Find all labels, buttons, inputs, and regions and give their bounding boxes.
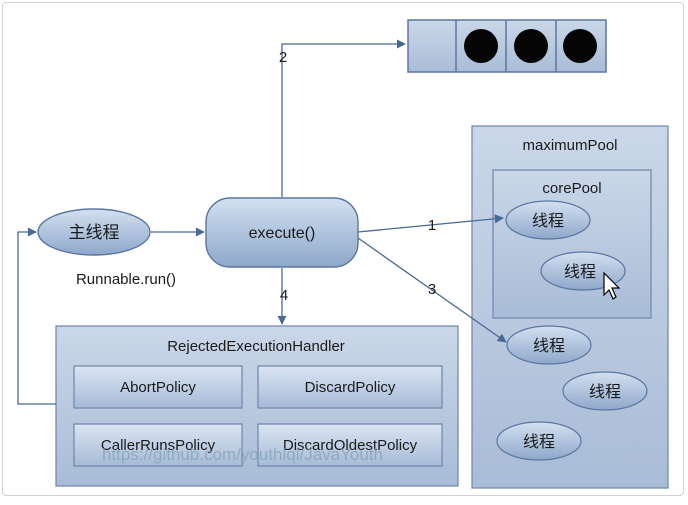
core-pool: corePool	[492, 169, 652, 319]
queued-task-icon	[464, 29, 498, 63]
policy-label: AbortPolicy	[120, 379, 196, 396]
arrow-execute-to-core	[357, 214, 504, 233]
rejected-execution-handler: RejectedExecutionHandler AbortPolicy Dis…	[55, 325, 459, 487]
queued-task-icon	[514, 29, 548, 63]
policy-label: DiscardOldestPolicy	[283, 437, 418, 454]
rejected-handler-label: RejectedExecutionHandler	[167, 338, 345, 355]
arrow-execute-to-queue	[281, 39, 406, 197]
thread-label: 线程	[523, 433, 555, 451]
extra-thread-3: 线程	[496, 421, 582, 461]
main-thread-node: 主线程	[37, 208, 151, 256]
extra-thread-1: 线程	[506, 325, 592, 365]
policy-abort: AbortPolicy	[73, 365, 243, 409]
main-thread-label: 主线程	[69, 223, 120, 242]
policy-discard: DiscardPolicy	[257, 365, 443, 409]
step-label-1: 1	[428, 217, 436, 234]
execute-node: execute()	[205, 197, 359, 268]
mouse-cursor-icon	[603, 271, 621, 300]
connectors	[17, 39, 507, 405]
runnable-run-label: Runnable.run()	[76, 271, 176, 288]
execute-label: execute()	[249, 225, 316, 242]
thread-label: 线程	[589, 383, 621, 401]
policy-label: DiscardPolicy	[305, 379, 396, 396]
queued-task-icon	[563, 29, 597, 63]
arrow-execute-to-extra	[357, 237, 507, 343]
thread-label: 线程	[532, 212, 564, 230]
policy-caller-runs: CallerRunsPolicy	[73, 423, 243, 467]
thread-label: 线程	[533, 337, 565, 355]
diagram-frame	[2, 2, 684, 496]
extra-thread-2: 线程	[562, 371, 648, 411]
maximum-pool-label: maximumPool	[522, 137, 617, 154]
policy-discard-oldest: DiscardOldestPolicy	[257, 423, 443, 467]
core-thread-1: 线程	[505, 200, 591, 240]
arrow-rejected-to-main	[17, 227, 56, 405]
policy-label: CallerRunsPolicy	[101, 437, 216, 454]
thread-label: 线程	[564, 263, 596, 281]
step-label-3: 3	[428, 281, 436, 298]
step-label-4: 4	[280, 287, 288, 304]
step-label-2: 2	[279, 49, 287, 66]
watermark-text: https://github.com/youthlql/JavaYouth	[102, 445, 383, 464]
task-queue	[407, 19, 607, 73]
core-pool-label: corePool	[542, 180, 601, 197]
